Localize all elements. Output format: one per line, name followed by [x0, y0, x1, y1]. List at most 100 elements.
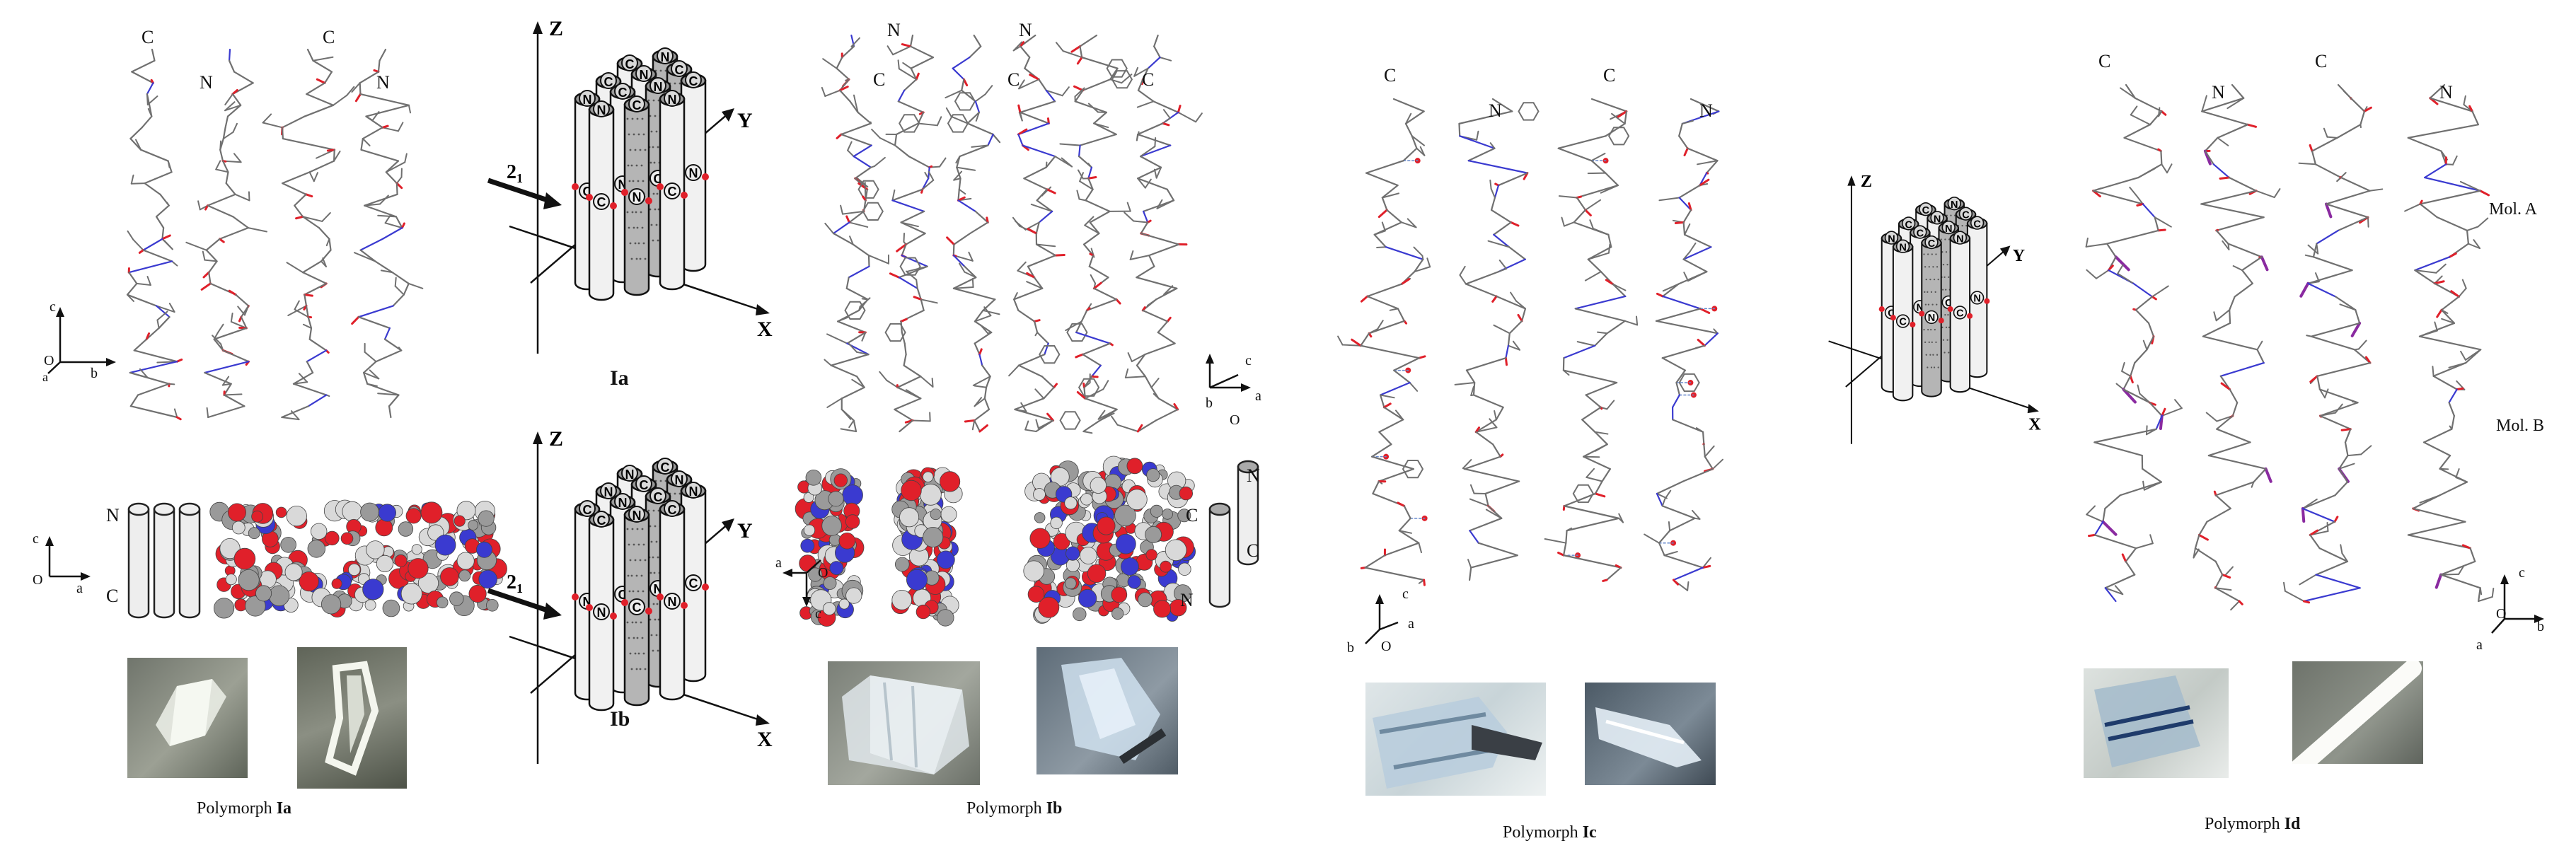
cylinder-packing-icon: ZYX21NCCNNCCNNCCNNCCNNCCNNCCN — [487, 427, 773, 764]
end-label-c: C — [1007, 69, 1020, 90]
axis-triad-icon — [1365, 594, 1399, 644]
cylinder-end-label: C — [640, 478, 649, 492]
cylinder-end-label: C — [1956, 308, 1964, 320]
cylinder-end-label: C — [654, 490, 663, 504]
axis-label-o: O — [818, 565, 828, 581]
cylinder-end-label: C — [583, 503, 592, 517]
cylinder-end-label: C — [633, 600, 642, 615]
axis-label-c: c — [1245, 353, 1252, 368]
axis-label-o: O — [1230, 412, 1240, 428]
cylinder-end-label: N — [661, 50, 670, 64]
cylinder-end-label: C — [1899, 317, 1907, 328]
cylinder-end-label: C — [1973, 219, 1981, 231]
caption-polymorph-id: Polymorph Id — [2205, 815, 2301, 833]
end-label-n: N — [1489, 100, 1502, 121]
screw-axis-label: 21 — [507, 571, 523, 596]
end-label-n: N — [106, 505, 120, 526]
cylinder-end-label: N — [675, 473, 684, 487]
axis-label-x: X — [2028, 415, 2041, 434]
axis-label-a: a — [76, 581, 83, 596]
cylinder-end-label: C — [689, 576, 698, 591]
cylinder-end-label: N — [625, 468, 635, 482]
axis-label-a: a — [2476, 637, 2483, 653]
cylinder-end-label: C — [1945, 298, 1953, 309]
cylinder-end-label: C — [1928, 238, 1936, 250]
cylinder-end-label: N — [597, 103, 606, 117]
cylinder-packing-icon: ZYX21CNNCCNNCCNNCCNNCCNNCCNNC — [487, 17, 773, 354]
axis-label-y: Y — [2013, 246, 2026, 265]
axis-label-a: a — [775, 555, 782, 571]
crystal-photo-icon — [1365, 683, 1546, 796]
end-label-c: C — [106, 586, 119, 606]
end-label-c: C — [1384, 65, 1397, 86]
cylinder-end-label: N — [583, 93, 592, 107]
end-label-n: N — [1247, 465, 1260, 486]
cylinder-end-label: N — [654, 80, 663, 94]
cylinder-end-label: N — [640, 68, 649, 82]
end-label-n: N — [2439, 82, 2453, 103]
axis-triad-icon — [1206, 354, 1251, 392]
axis-triad-icon — [45, 536, 91, 581]
axis-label-c: c — [33, 531, 39, 547]
axis-label-z: Z — [549, 427, 563, 451]
cylinder-end-label: N — [597, 605, 606, 620]
axis-label-a: a — [1408, 616, 1414, 632]
cylinder-end-label: N — [1928, 313, 1935, 324]
cylinder-end-label: N — [689, 166, 698, 180]
axis-label-z: Z — [1861, 172, 1872, 191]
caption-polymorph-ib: Polymorph Ib — [966, 799, 1063, 818]
cylinder-end-label: N — [1934, 214, 1941, 225]
end-label-c: C — [1186, 505, 1199, 526]
end-label-n: N — [1019, 20, 1032, 40]
end-label-n: N — [2212, 82, 2225, 103]
axis-triad-icon — [2491, 574, 2544, 634]
cylinder-end-label: C — [633, 98, 642, 112]
screw-axis-label: 21 — [507, 161, 523, 185]
end-label-n: N — [200, 72, 213, 93]
cylinder-end-label: C — [1905, 219, 1912, 231]
axis-label-a: a — [42, 370, 48, 384]
cylinder-end-label: N — [689, 484, 698, 499]
cylinder-end-label: C — [597, 513, 606, 528]
cylinder-packing-icon: ZYXCNNCCNNCCNNCCNNCCNNCCNNC — [1828, 172, 2041, 444]
end-label-n: N — [887, 20, 901, 40]
cylinder-end-label: C — [1888, 308, 1895, 320]
cylinder-end-label: C — [668, 503, 677, 517]
crystal-photo-icon — [1036, 647, 1178, 774]
end-label-n: N — [1180, 590, 1194, 610]
cylinder-end-label: N — [618, 496, 628, 510]
cylinder-end-label: N — [633, 509, 642, 523]
end-label-c: C — [2098, 51, 2111, 71]
end-label-c: C — [1603, 65, 1616, 86]
cylinder-end-label: N — [1917, 303, 1924, 314]
caption-polymorph-ic: Polymorph Ic — [1503, 823, 1597, 842]
cylinder-end-label: N — [1956, 234, 1963, 245]
end-label-c: C — [323, 27, 335, 47]
axis-label-o: O — [1381, 639, 1392, 654]
stick-model-ic — [1337, 98, 1724, 591]
crystal-photo-icon — [2084, 668, 2229, 778]
model-label-ia: Ia — [610, 366, 629, 390]
cylinder-sketch-ia — [127, 502, 201, 619]
cylinder-end-label: N — [1888, 234, 1895, 245]
axis-triad-icon — [782, 559, 821, 607]
end-label-c: C — [141, 27, 154, 47]
molecule-label-a: Mol. A — [2489, 200, 2538, 219]
axis-label-z: Z — [549, 17, 563, 40]
cylinder-end-label: N — [604, 485, 613, 499]
space-fill-model-icon — [209, 499, 507, 619]
model-label-ib: Ib — [610, 707, 630, 731]
end-label-c: C — [1247, 540, 1259, 561]
axis-label-b: b — [91, 366, 98, 381]
axis-label-b: b — [1206, 395, 1213, 411]
stick-model-id — [2085, 83, 2495, 611]
cylinder-end-label: N — [1973, 294, 1980, 305]
caption-polymorph-ia: Polymorph Ia — [197, 799, 292, 818]
stick-model-ia — [126, 48, 424, 421]
cylinder-end-label: C — [604, 75, 613, 89]
axis-label-x: X — [757, 728, 773, 751]
crystal-photo-icon — [297, 647, 407, 789]
axis-label-b: b — [2537, 619, 2544, 634]
crystal-photo-icon — [127, 658, 248, 778]
end-label-c: C — [1142, 69, 1155, 90]
